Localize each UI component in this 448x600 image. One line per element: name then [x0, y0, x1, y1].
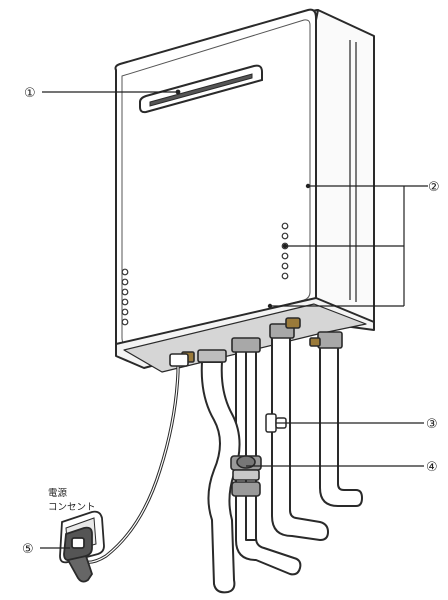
pipe-fittings	[181, 317, 343, 363]
heater-front-panel	[114, 8, 317, 354]
fitting-top-far-right	[317, 331, 343, 349]
callout-5: ⑤	[22, 542, 34, 557]
gas-valve	[230, 455, 262, 497]
pipe-center-right-2	[245, 352, 256, 541]
side-vent-slots	[349, 40, 357, 302]
outlet-caption-line2: コンセント	[48, 502, 96, 513]
callout-3: ③	[426, 417, 438, 432]
power-cord	[79, 366, 180, 564]
callout-leaders	[40, 89, 428, 549]
callout-2: ②	[428, 180, 440, 195]
front-indicator-holes-left	[121, 268, 129, 326]
drain-plug	[285, 317, 301, 329]
pipe-left-s	[200, 361, 241, 594]
callout-1: ①	[24, 86, 36, 101]
exhaust-vent	[139, 64, 263, 114]
fitting-top-left	[197, 349, 227, 363]
callout-4: ④	[426, 460, 438, 475]
fitting-top-center	[231, 337, 261, 353]
pipe-right-center	[271, 335, 329, 541]
power-plug	[63, 526, 93, 583]
power-cord-top-fitting	[169, 353, 189, 367]
pipes	[200, 335, 363, 594]
pipe-center	[235, 349, 302, 576]
drain-plug-2	[309, 337, 321, 347]
outlet-caption-line1: 電源	[48, 488, 68, 499]
heater-unit	[114, 8, 375, 373]
pipe-far-right	[319, 345, 363, 507]
